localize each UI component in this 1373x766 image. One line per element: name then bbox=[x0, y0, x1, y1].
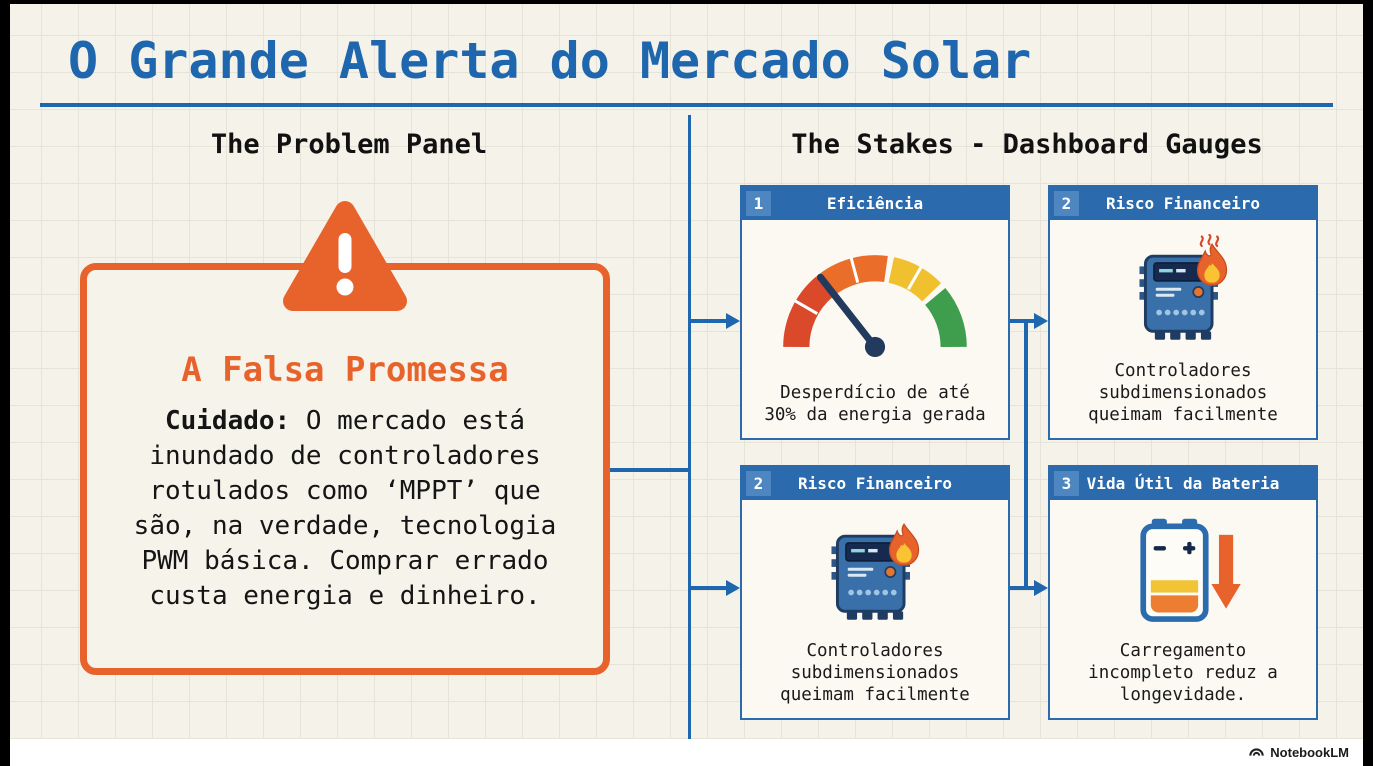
card-caption: Controladores subdimensionados queimam f… bbox=[780, 641, 970, 705]
card-number-badge: 1 bbox=[746, 191, 771, 216]
notebooklm-logo-icon bbox=[1248, 743, 1265, 762]
panel-body-rest: O mercado está inundado de controladores… bbox=[133, 406, 557, 611]
card-body: Desperdício de até 30% da energia gerada bbox=[742, 220, 1008, 438]
card-title: Risco Financeiro bbox=[1105, 194, 1261, 213]
card-caption: Controladores subdimensionados queimam f… bbox=[1088, 361, 1278, 425]
card-number-badge: 2 bbox=[746, 471, 771, 496]
panel-to-divider-connector bbox=[610, 468, 689, 472]
arrow-to-card2-head bbox=[1034, 313, 1048, 329]
left-column-heading: The Problem Panel bbox=[210, 129, 488, 160]
card-vida-util-bateria: 3 Vida Útil da Bateria bbox=[1048, 465, 1318, 720]
card-header: 2 Risco Financeiro bbox=[1050, 187, 1316, 220]
title-underline bbox=[40, 103, 1333, 107]
panel-body-lead: Cuidado: bbox=[164, 406, 291, 436]
card-caption: Carregamento incompleto reduz a longevid… bbox=[1088, 641, 1278, 705]
column-divider bbox=[688, 115, 691, 739]
warning-triangle-icon bbox=[277, 197, 413, 318]
panel-body-text: Cuidado: O mercado está inundado de cont… bbox=[130, 404, 560, 614]
card-title: Risco Financeiro bbox=[797, 474, 953, 493]
footer-bar: NotebookLM bbox=[10, 739, 1363, 766]
card-risco-financeiro-bottom: 2 Risco Financeiro bbox=[740, 465, 1010, 720]
arrow-to-card4-line bbox=[1010, 586, 1034, 590]
controller-fire-icon bbox=[1050, 220, 1316, 360]
card-eficiencia: 1 Eficiência bbox=[740, 185, 1010, 440]
gauge-icon bbox=[742, 220, 1008, 382]
brand-wordmark: NotebookLM bbox=[1270, 745, 1349, 760]
card-body: Controladores subdimensionados queimam f… bbox=[742, 500, 1008, 718]
arrow-to-card1-line bbox=[691, 319, 726, 323]
card-gap-vertical-connector bbox=[1024, 319, 1028, 590]
card-caption: Desperdício de até 30% da energia gerada bbox=[764, 383, 986, 425]
page-title: O Grande Alerta do Mercado Solar bbox=[68, 32, 1032, 90]
arrow-to-card3-line bbox=[691, 586, 726, 590]
arrow-to-card4-head bbox=[1034, 580, 1048, 596]
card-title: Eficiência bbox=[826, 194, 924, 213]
card-risco-financeiro-top: 2 Risco Financeiro bbox=[1048, 185, 1318, 440]
arrow-to-card1-head bbox=[726, 313, 740, 329]
arrow-to-card3-head bbox=[726, 580, 740, 596]
problem-panel: A Falsa Promessa Cuidado: O mercado está… bbox=[80, 263, 610, 675]
card-body: Carregamento incompleto reduz a longevid… bbox=[1050, 500, 1316, 718]
controller-fire-icon bbox=[742, 500, 1008, 640]
card-number-badge: 3 bbox=[1054, 471, 1079, 496]
card-header: 3 Vida Útil da Bateria bbox=[1050, 467, 1316, 500]
arrow-to-card2-line bbox=[1010, 319, 1034, 323]
grid-page: O Grande Alerta do Mercado Solar The Pro… bbox=[10, 4, 1363, 739]
card-header: 2 Risco Financeiro bbox=[742, 467, 1008, 500]
right-column-heading: The Stakes - Dashboard Gauges bbox=[791, 129, 1263, 160]
battery-drain-icon bbox=[1050, 500, 1316, 640]
card-header: 1 Eficiência bbox=[742, 187, 1008, 220]
card-title: Vida Útil da Bateria bbox=[1086, 474, 1280, 493]
card-body: Controladores subdimensionados queimam f… bbox=[1050, 220, 1316, 438]
card-number-badge: 2 bbox=[1054, 191, 1079, 216]
panel-title: A Falsa Promessa bbox=[181, 350, 509, 390]
